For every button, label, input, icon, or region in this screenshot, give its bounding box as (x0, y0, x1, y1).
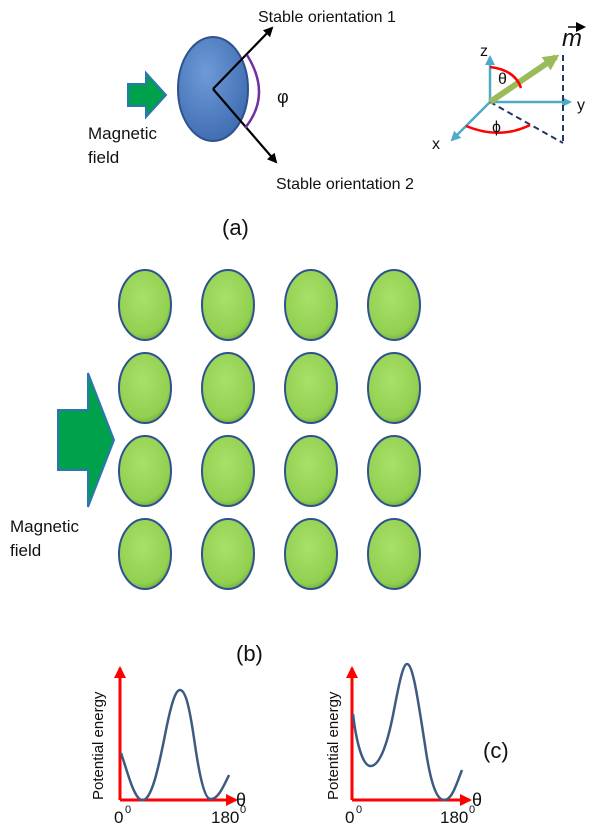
panel-a: Magnetic field φ Stable orientation 1 St… (88, 9, 586, 240)
green-particle (367, 352, 421, 424)
plot-1-x-start: 0 (114, 808, 123, 827)
plot-2-x-start-sup: 0 (356, 804, 362, 816)
coordinate-system: z y x θ ϕ m (432, 22, 586, 153)
plot-1-x-end-sup: 0 (240, 804, 246, 816)
green-particle (284, 435, 338, 507)
orientation-2-arrow (212, 88, 278, 164)
plot-1-energy-curve (119, 688, 231, 802)
magnetic-field-arrow-large (57, 372, 116, 508)
phi-azimuth-label: ϕ (492, 119, 501, 136)
energy-plot-1: Potential energy θ 0 0 180 0 (90, 666, 246, 827)
phi-angle-arc (244, 54, 261, 129)
x-axis-label: x (432, 136, 440, 153)
theta-label: θ (498, 71, 507, 88)
field-label-a-line1: Magnetic (88, 124, 157, 143)
green-particle (118, 435, 172, 507)
panel-b: Magnetic field (b) (10, 269, 421, 666)
panel-a-label: (a) (222, 215, 249, 240)
green-particle (118, 269, 172, 341)
z-axis-label: z (480, 43, 488, 60)
plot-2-ylabel: Potential energy (325, 691, 342, 800)
orientation-1-arrow (212, 26, 274, 90)
angle-phi-label: φ (277, 87, 289, 107)
field-label-b-line1: Magnetic (10, 517, 79, 536)
panel-c: Potential energy θ 0 0 180 0 Potential e… (90, 662, 509, 827)
y-axis-label: y (577, 97, 585, 114)
green-particle (284, 352, 338, 424)
plot-1-x-end: 180 (211, 808, 239, 827)
plot-2-x-start: 0 (345, 808, 354, 827)
plot-2-energy-curve (351, 662, 464, 802)
panel-b-label: (b) (236, 641, 263, 666)
stable-orientation-2-label: Stable orientation 2 (276, 176, 414, 193)
moment-label: m (562, 25, 582, 52)
green-particle (367, 435, 421, 507)
green-particle (201, 435, 255, 507)
green-particle (367, 269, 421, 341)
field-label-a-line2: field (88, 148, 119, 167)
green-particle (201, 352, 255, 424)
panel-c-label: (c) (483, 738, 509, 763)
green-particle (118, 352, 172, 424)
green-particle (367, 518, 421, 590)
energy-plot-2: Potential energy θ 0 0 180 0 (325, 662, 482, 827)
theta-arc (489, 65, 523, 89)
green-particle (284, 269, 338, 341)
particle-grid (118, 269, 421, 590)
stable-orientation-1-label: Stable orientation 1 (258, 9, 396, 26)
plot-1-ylabel: Potential energy (90, 691, 107, 800)
green-particle (118, 518, 172, 590)
vector-projection-line (489, 101, 564, 144)
phi-azimuth-arc (465, 123, 531, 134)
magnetic-field-arrow-small (127, 70, 168, 120)
plot-2-theta-label: θ (472, 790, 482, 810)
plot-1-x-start-sup: 0 (125, 804, 131, 816)
plot-2-x-end-sup: 0 (469, 804, 475, 816)
moment-vector-arrow (488, 54, 560, 105)
x-axis (450, 101, 491, 142)
green-particle (284, 518, 338, 590)
field-label-b-line2: field (10, 541, 41, 560)
plot-2-x-end: 180 (440, 808, 468, 827)
green-particle (201, 518, 255, 590)
plot-1-theta-label: θ (236, 790, 246, 810)
green-particle (201, 269, 255, 341)
